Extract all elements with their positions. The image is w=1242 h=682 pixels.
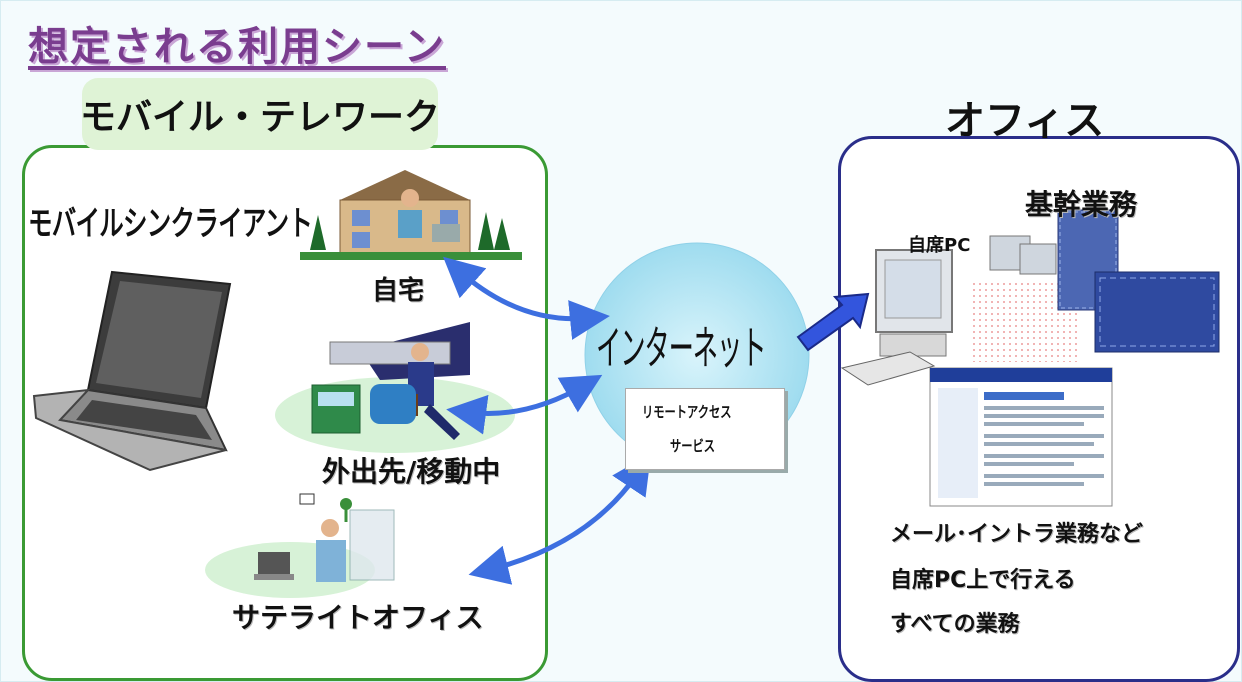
house-icon [300, 170, 522, 260]
mobile-thin-client-label: モバイルシンクライアント [28, 204, 313, 244]
internet-label: インターネット [596, 321, 767, 375]
remote-access-line2: サービス [670, 437, 716, 455]
home-label: 自宅 [372, 276, 425, 306]
outside-label: 外出先/移動中 [322, 455, 501, 488]
commuter-icon [275, 322, 515, 453]
office-label: オフィス [945, 98, 1105, 144]
core-business-label: 基幹業務 [1025, 188, 1138, 221]
page-title: 想定される利用シーン [28, 24, 446, 70]
satellite-connector-arrow [468, 453, 652, 585]
office-equipment-icon [840, 209, 1220, 507]
own-pc-label: 自席PC [908, 235, 971, 256]
satellite-office-icon [205, 493, 395, 598]
arrow-to-office-icon [796, 292, 870, 352]
home-connector-arrow [443, 256, 610, 340]
remote-access-service-box: リモートアクセス サービス [625, 388, 785, 470]
office-description-line2: 自席PC上で行える [890, 568, 1076, 593]
office-description-line3: すべての業務 [890, 612, 1020, 637]
mobile-telework-label: モバイル・テレワーク [80, 78, 440, 150]
outside-connector-arrow [446, 374, 603, 435]
remote-access-line1: リモートアクセス [642, 403, 732, 421]
office-description-line1: メール･イントラ業務など [890, 522, 1144, 547]
satellite-office-label: サテライトオフィス [232, 601, 484, 634]
laptop-icon [32, 270, 232, 472]
